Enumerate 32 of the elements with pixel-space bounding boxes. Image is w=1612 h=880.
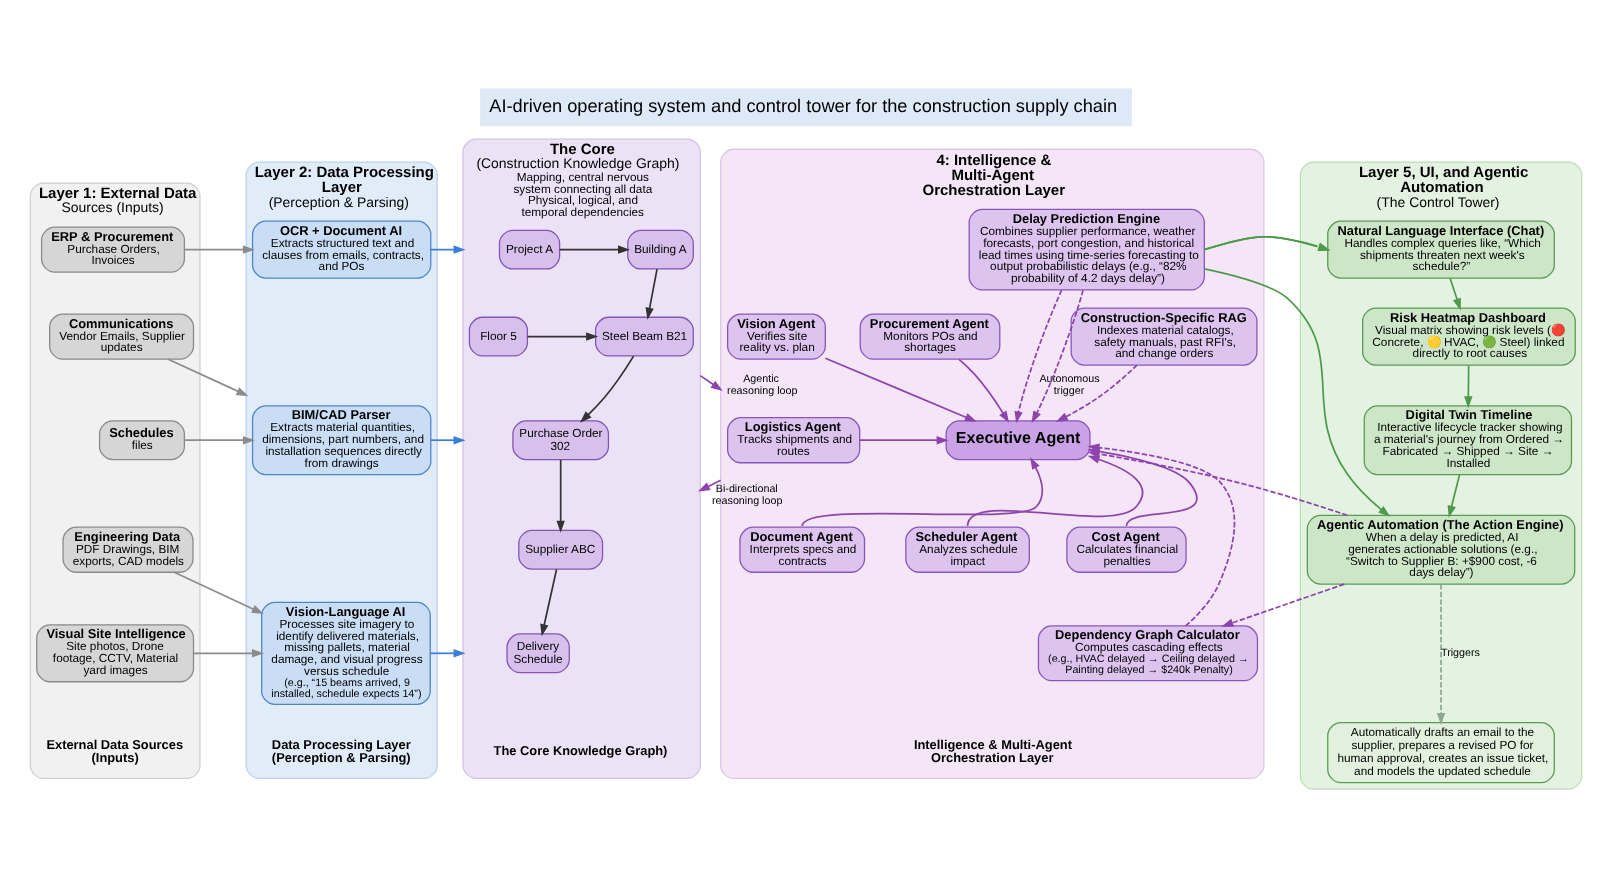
arrow [1203, 266, 1391, 516]
arrow [645, 267, 658, 319]
arrow [526, 331, 599, 340]
arrow [697, 478, 722, 491]
arrow [192, 648, 265, 657]
arrow [1449, 276, 1461, 310]
arrow [801, 456, 1044, 526]
arrow [183, 244, 255, 253]
arrow [966, 454, 1144, 526]
arrow [858, 434, 949, 444]
arrow [173, 570, 264, 614]
arrow [1203, 234, 1331, 250]
arrow [429, 648, 466, 657]
arrow [1464, 363, 1473, 408]
diagram-title: AI-driven operating system and control tower for the construction supply chain [489, 95, 1118, 116]
arrow [429, 244, 466, 253]
arrow [430, 434, 466, 444]
arrow [579, 354, 635, 422]
arrow [556, 458, 565, 532]
arrow [1436, 582, 1446, 724]
arrow [824, 356, 977, 421]
arrow [167, 357, 249, 396]
arrow [1014, 288, 1063, 423]
arrow [183, 434, 255, 444]
arrow [540, 567, 558, 636]
arrow [699, 373, 723, 390]
arrow [958, 357, 1010, 423]
arrow [1447, 472, 1461, 517]
arrow [1055, 363, 1138, 422]
arrow [1031, 288, 1084, 423]
arrow [558, 244, 631, 253]
arrow [1221, 582, 1346, 626]
